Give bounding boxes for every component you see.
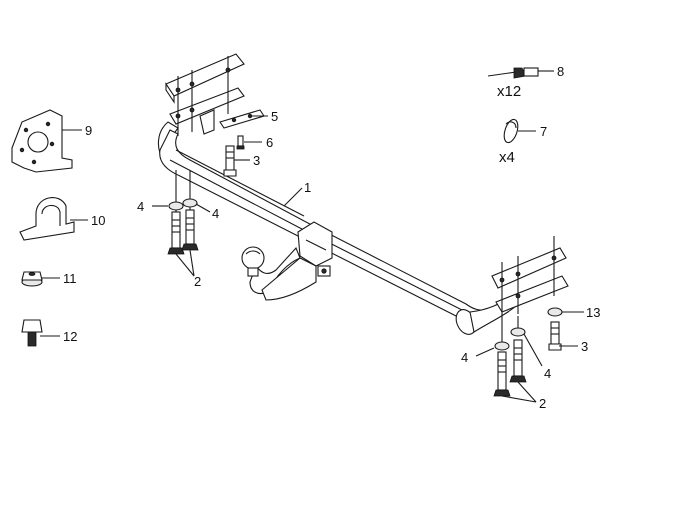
callout-9: 9 [85,123,92,138]
rivet [487,67,539,79]
callout-4d: 4 [544,366,551,381]
hex-bolt [21,319,43,347]
clamp-plate [219,109,265,129]
socket-mounting-plate [11,109,73,173]
callout-6: 6 [266,135,273,150]
leader-2a-b [189,249,195,277]
callout-1: 1 [304,180,311,195]
tube-clamp [19,197,75,241]
callout-8: 8 [557,64,564,79]
towbar-crossbeam [157,121,517,335]
flange-nut [21,271,43,287]
callout-4c: 4 [461,350,468,365]
small-bolt [236,135,245,150]
callout-13: 13 [586,305,600,320]
callout-2a: 2 [194,274,201,289]
callout-11: 11 [63,271,77,286]
callout-7: 7 [540,124,547,139]
rivet-quantity: x12 [497,83,521,100]
callout-12: 12 [63,329,77,344]
callout-4a: 4 [137,199,144,214]
left-bolt-stack [167,145,237,255]
callout-5: 5 [271,109,278,124]
end-cap [503,118,519,144]
callout-2b: 2 [539,396,546,411]
callout-4b: 4 [212,206,219,221]
right-mount-bracket [491,236,569,320]
leader-4b [195,203,211,213]
leader-1 [283,187,303,207]
callout-10: 10 [91,213,105,228]
leader-4c [475,347,495,357]
leader-2b [501,395,537,403]
cap-quantity: x4 [499,149,515,166]
tow-ball-neck [241,221,333,301]
leader-2b-b [517,381,537,403]
right-bolt-stack [493,307,563,397]
leader-2a [175,253,195,277]
callout-3a: 3 [253,153,260,168]
leader-4d [523,333,543,367]
left-mount-bracket [165,53,245,136]
callout-3b: 3 [581,339,588,354]
